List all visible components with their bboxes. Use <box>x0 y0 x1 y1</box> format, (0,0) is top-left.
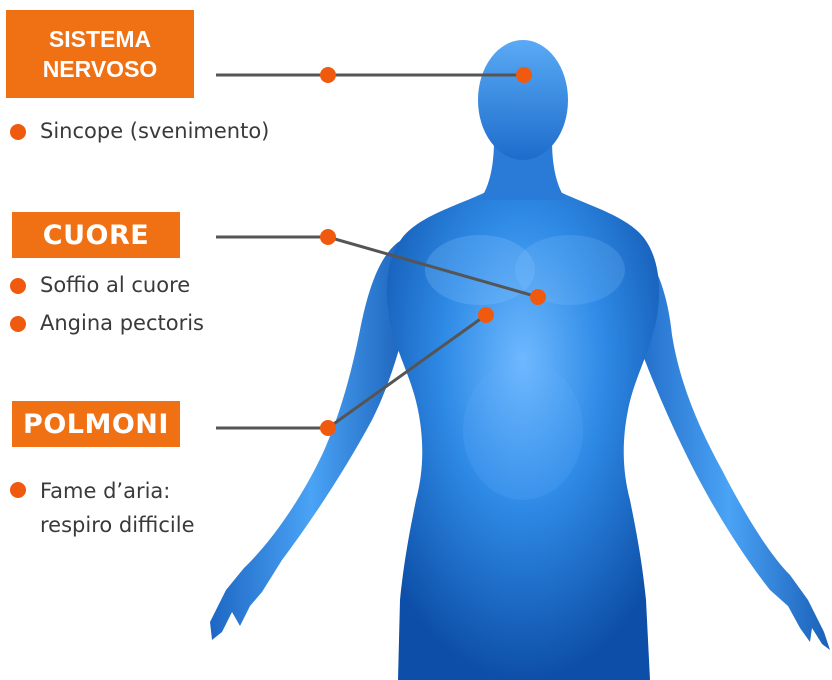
sistema-nervoso-title: SISTEMA NERVOSO <box>6 10 194 98</box>
nervoso-symptom-list: Sincope (svenimento) <box>8 116 269 146</box>
list-item: Fame d’aria: respiro difficile <box>8 474 238 542</box>
marker-heart <box>530 289 546 305</box>
list-item: Sincope (svenimento) <box>8 116 269 146</box>
human-body-figure <box>210 40 830 680</box>
marker-lung <box>478 307 494 323</box>
cuore-symptom-list: Soffio al cuore Angina pectoris <box>8 270 204 346</box>
symptom-text: Soffio al cuore <box>40 273 190 297</box>
bullet-dot-icon <box>10 124 26 140</box>
bullet-dot-icon <box>10 278 26 294</box>
polmoni-title: POLMONI <box>12 401 180 447</box>
symptom-text: Fame d’aria: respiro difficile <box>40 474 238 542</box>
marker-polmoni-mid <box>320 420 336 436</box>
list-item: Angina pectoris <box>8 308 204 338</box>
cuore-title: CUORE <box>12 212 180 258</box>
marker-nervoso-mid <box>320 67 336 83</box>
abdomen-highlight <box>463 360 583 500</box>
head <box>478 40 568 160</box>
left-arm <box>210 238 412 640</box>
symptom-text: Angina pectoris <box>40 311 204 335</box>
bullet-dot-icon <box>10 482 26 498</box>
bullet-dot-icon <box>10 316 26 332</box>
marker-head <box>516 67 532 83</box>
list-item: Soffio al cuore <box>8 270 204 300</box>
symptom-text: Sincope (svenimento) <box>40 119 269 143</box>
marker-cuore-mid <box>320 229 336 245</box>
polmoni-symptom-list: Fame d’aria: respiro difficile <box>8 474 238 542</box>
